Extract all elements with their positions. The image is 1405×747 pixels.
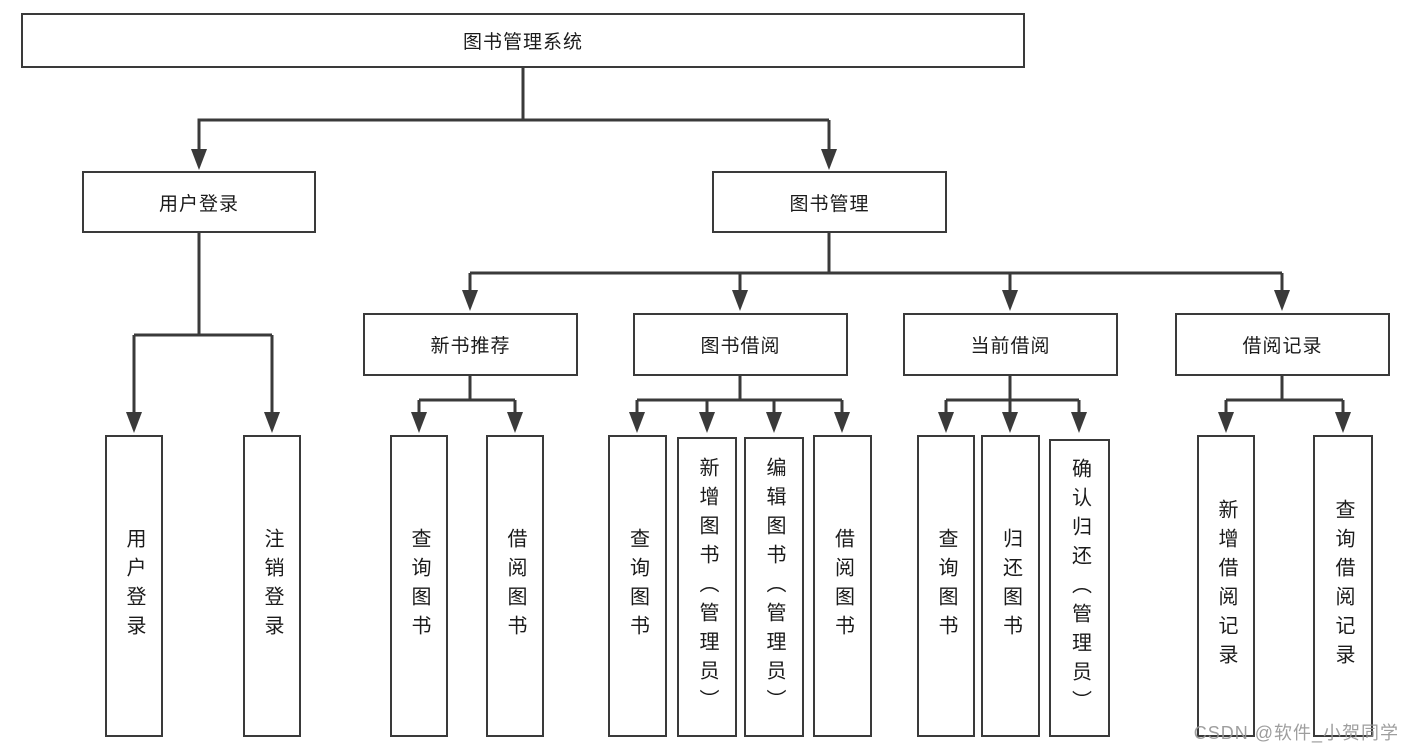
- node-book-management: 图书管理: [712, 171, 947, 233]
- node-label: 图书管理: [789, 193, 870, 215]
- leaf-current-query-books: 查询图书: [917, 435, 975, 737]
- leaf-label: 注销登录: [261, 528, 283, 644]
- leaf-label: 查询图书: [408, 528, 430, 644]
- connector-newbook-to-leaves: [417, 376, 517, 416]
- leaf-newbook-borrow-books: 借阅图书: [486, 435, 544, 737]
- leaf-records-query-borrow-record: 查询借阅记录: [1313, 435, 1373, 737]
- leaf-label: 查询图书: [626, 528, 649, 644]
- connector-current-to-leaves: [944, 376, 1081, 416]
- leaf-borrowing-borrow-books: 借阅图书: [813, 435, 872, 737]
- leaf-label: 确认归还（管理员）: [1068, 457, 1091, 719]
- leaf-logout-login: 注销登录: [243, 435, 301, 737]
- node-user-login: 用户登录: [82, 171, 316, 233]
- node-label: 当前借阅: [970, 336, 1051, 357]
- leaf-borrowing-add-books-admin: 新增图书（管理员）: [677, 437, 737, 737]
- connector-bookmgmt-to-level3: [468, 233, 1284, 294]
- leaf-label: 新增图书（管理员）: [696, 456, 718, 718]
- leaf-newbook-query-books: 查询图书: [390, 435, 448, 737]
- leaf-borrowing-query-books: 查询图书: [608, 435, 667, 737]
- node-current-borrowing: 当前借阅: [903, 313, 1118, 376]
- connector-borrowing-to-leaves: [635, 376, 844, 416]
- leaf-records-add-borrow-record: 新增借阅记录: [1197, 435, 1255, 737]
- leaf-borrowing-edit-books-admin: 编辑图书（管理员）: [744, 437, 804, 737]
- leaf-label: 归还图书: [999, 528, 1022, 644]
- connector-userlogin-to-leaves: [132, 233, 274, 416]
- node-label: 用户登录: [158, 193, 239, 215]
- leaf-label: 查询借阅记录: [1332, 499, 1354, 673]
- node-new-book-recommendation: 新书推荐: [363, 313, 578, 376]
- node-label: 图书管理系统: [462, 32, 583, 53]
- watermark: CSDN @软件_小贺同学: [1193, 723, 1399, 743]
- leaf-label: 用户登录: [123, 528, 145, 644]
- node-label: 新书推荐: [430, 336, 511, 357]
- node-label: 借阅记录: [1242, 336, 1323, 357]
- leaf-label: 查询图书: [935, 528, 957, 644]
- arrowheads: [126, 149, 1351, 433]
- connector-records-to-leaves: [1224, 376, 1345, 416]
- connector-root-to-level2: [197, 68, 831, 152]
- leaf-current-return-books: 归还图书: [981, 435, 1040, 737]
- node-label: 图书借阅: [700, 336, 781, 357]
- leaf-user-login: 用户登录: [105, 435, 163, 737]
- node-borrowing-records: 借阅记录: [1175, 313, 1390, 376]
- leaf-label: 借阅图书: [831, 528, 854, 644]
- leaf-label: 编辑图书（管理员）: [763, 456, 785, 718]
- leaf-label: 新增借阅记录: [1215, 499, 1237, 673]
- node-book-borrowing: 图书借阅: [633, 313, 848, 376]
- node-library-management-system: 图书管理系统: [21, 13, 1025, 68]
- leaf-current-confirm-return-admin: 确认归还（管理员）: [1049, 439, 1110, 737]
- leaf-label: 借阅图书: [504, 528, 526, 644]
